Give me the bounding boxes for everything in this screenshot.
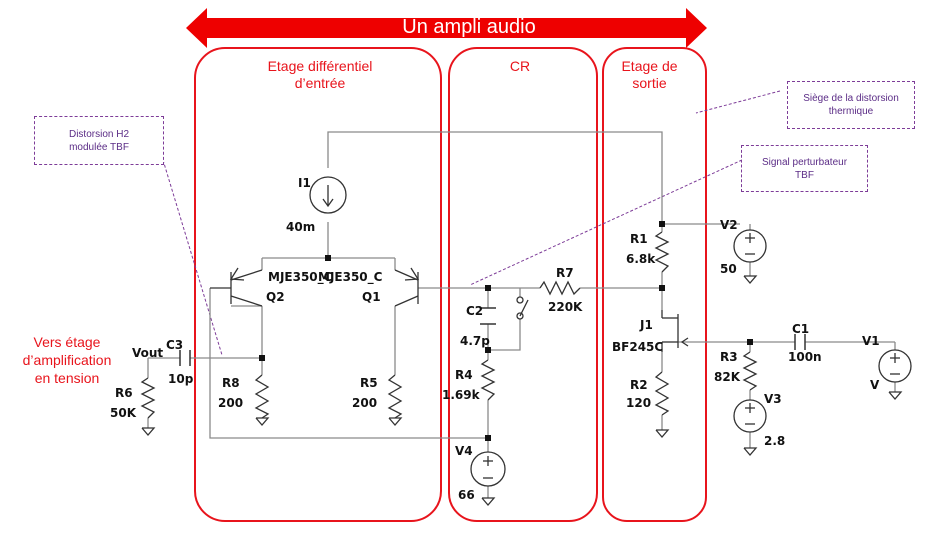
output-stage-box: [602, 47, 707, 522]
input-stage-title: Etage différentiel d’entrée: [230, 58, 410, 92]
banner-title: Un ampli audio: [402, 16, 536, 38]
annotation-leaders: [162, 90, 781, 356]
cr-box: [448, 47, 598, 522]
r2-resistor: [654, 371, 670, 416]
v4-value: 66: [458, 488, 475, 502]
c2-name: C2: [466, 304, 484, 318]
junctions: [259, 221, 753, 441]
v2-name: V2: [720, 218, 738, 232]
r3-value: 82K: [714, 370, 740, 384]
c2-value: 4.7p: [460, 334, 490, 348]
output-label-line2: d’amplification: [22, 352, 112, 368]
capacitors: [179, 307, 806, 366]
vout-net-label: Vout: [132, 346, 164, 360]
c1-value: 100n: [788, 350, 822, 364]
r5-name: R5: [360, 376, 378, 390]
input-stage-title-line2: d’entrée: [294, 75, 346, 91]
r3-name: R3: [720, 350, 738, 364]
cr-title: CR: [509, 58, 531, 74]
q1-transistor: [394, 267, 420, 307]
r8-name: R8: [222, 376, 240, 390]
banner-arrow: [186, 8, 707, 48]
r1-value: 6.8k: [626, 252, 656, 266]
grounds: [141, 275, 903, 506]
input-stage-box: [194, 47, 442, 522]
output-destination-label: Vers étage d’amplification en tension: [2, 333, 132, 387]
note-disturb-line1: Signal perturbateur: [761, 156, 848, 168]
j1-jfet: [661, 310, 689, 352]
switch: [516, 296, 529, 320]
j1-model: BF245C: [612, 340, 664, 354]
r8-resistor: [254, 374, 270, 419]
v3-value: 2.8: [764, 434, 786, 448]
note-disturbing-signal: Signal perturbateur TBF: [741, 145, 868, 192]
v1-source: [878, 349, 912, 383]
r4-resistor: [480, 359, 496, 401]
note-thermal-line2: thermique: [828, 106, 874, 117]
r5-resistor: [387, 374, 403, 419]
v4-source: [470, 451, 506, 487]
r7-resistor: [539, 280, 581, 296]
v3-name: V3: [764, 392, 782, 406]
note-thermal-distortion: Siège de la distorsion thermique: [787, 81, 915, 129]
r4-value: 1.69k: [442, 388, 480, 402]
v1-name: V1: [862, 334, 880, 348]
r3-resistor: [742, 351, 758, 391]
r7-name: R7: [556, 266, 574, 280]
output-label-line3: en tension: [34, 370, 100, 386]
output-stage-title-line2: sortie: [632, 75, 667, 91]
v1-value: V: [870, 378, 880, 392]
r5-value: 200: [352, 396, 378, 410]
q2-name: Q2: [266, 290, 285, 304]
note-h2-line2: modulée TBF: [69, 141, 129, 153]
r6-resistor: [140, 377, 156, 419]
q1-model: MJE350_C: [318, 270, 383, 284]
c3-value: 10p: [168, 372, 194, 386]
output-stage-title-line1: Etage de: [621, 58, 678, 74]
q2-transistor: [210, 267, 263, 307]
i1-current-source: [309, 176, 347, 214]
note-thermal-line1: Siège de la distorsion: [803, 93, 899, 104]
r7-value: 220K: [548, 300, 583, 314]
note-h2-distortion: Distorsion H2 modulée TBF: [34, 116, 164, 165]
r4-name: R4: [455, 368, 473, 382]
c1-name: C1: [792, 322, 810, 336]
r2-value: 120: [626, 396, 652, 410]
c3-name: C3: [166, 338, 184, 352]
i1-name: I1: [298, 176, 311, 190]
input-stage-title-line1: Etage différentiel: [267, 58, 373, 74]
i1-value: 40m: [286, 220, 316, 234]
q1-name: Q1: [362, 290, 381, 304]
q2-model: MJE350_C: [268, 270, 333, 284]
output-label-line1: Vers étage: [33, 334, 101, 350]
resistors: [140, 231, 758, 419]
v2-value: 50: [720, 262, 737, 276]
voltage-sources: [470, 229, 912, 487]
note-h2-line1: Distorsion H2: [68, 128, 130, 140]
wires: [147, 131, 896, 498]
note-disturb-line2: TBF: [795, 169, 814, 181]
r6-name: R6: [115, 386, 133, 400]
r6-value: 50K: [110, 406, 136, 420]
j1-name: J1: [640, 318, 653, 332]
r2-name: R2: [630, 378, 648, 392]
r8-value: 200: [218, 396, 244, 410]
v4-name: V4: [455, 444, 473, 458]
output-stage-title: Etage de sortie: [612, 58, 687, 92]
r1-name: R1: [630, 232, 648, 246]
v3-source: [733, 399, 767, 433]
v2-source: [733, 229, 767, 263]
r1-resistor: [654, 231, 670, 273]
